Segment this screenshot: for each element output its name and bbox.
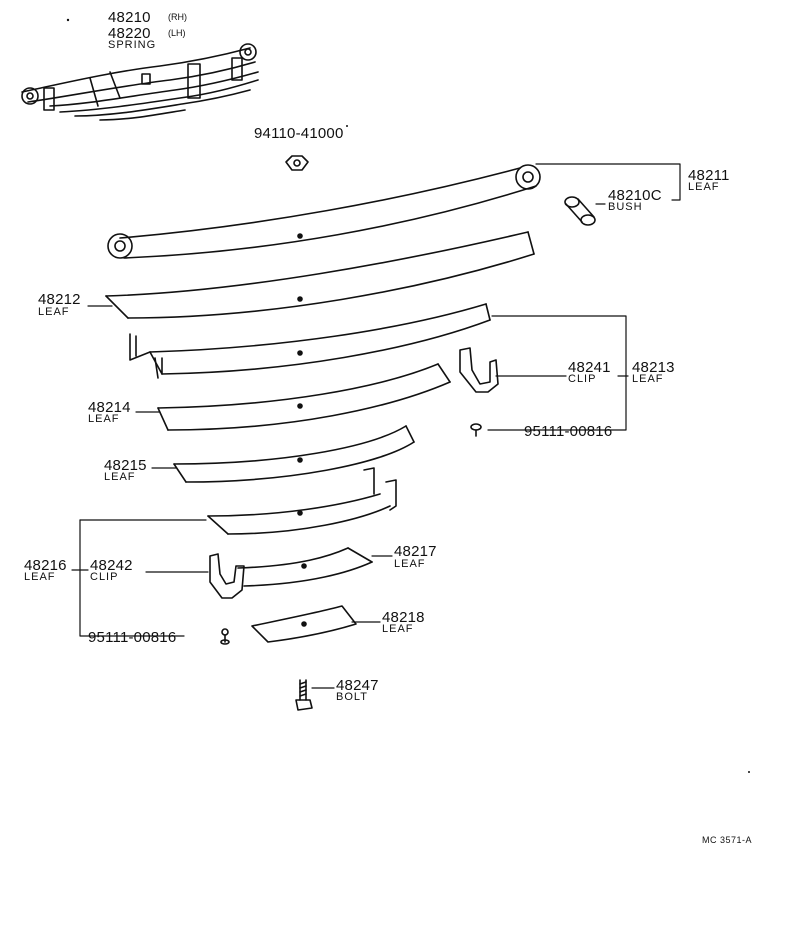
bush-name: BUSH (608, 201, 643, 213)
rivet-2-number: 95111-00816 (88, 629, 177, 646)
spring-rh-side: (RH) (168, 12, 187, 22)
rivet-1-drawing (470, 423, 482, 437)
nut-drawing (285, 155, 309, 171)
bush-drawing (564, 196, 596, 226)
leaf-3-number: 48213 (632, 359, 675, 376)
spring-assembly-drawing (21, 43, 259, 121)
leaf-2-drawing (105, 231, 535, 319)
leaf-3-name: LEAF (632, 373, 664, 385)
leaf-8-number: 48218 (382, 609, 425, 626)
clip-1-name: CLIP (568, 373, 597, 385)
leaf-2-name: LEAF (38, 306, 70, 318)
clip-2-drawing (209, 553, 245, 599)
diagram-code: MC 3571-A (702, 835, 753, 845)
clip-1-drawing (459, 347, 499, 393)
clip-1-number: 48241 (568, 359, 611, 376)
leaf-6-name: LEAF (24, 571, 56, 583)
bolt-number: 48247 (336, 677, 379, 694)
leaf-7-number: 48217 (394, 543, 437, 560)
leaf-8-drawing (251, 605, 357, 643)
leaf-4-drawing (157, 363, 451, 431)
bush-number: 48210C (608, 187, 662, 204)
leaf-main-name: LEAF (688, 181, 720, 193)
nut-number: 94110-41000 (254, 125, 344, 142)
leader-lines (71, 163, 681, 689)
clip-2-number: 48242 (90, 557, 133, 574)
spring-lh-number: 48220 (108, 25, 151, 42)
spring-rh-number: 48210 (108, 9, 151, 26)
leaf-2-number: 48212 (38, 291, 81, 308)
bolt-drawing (295, 679, 313, 711)
rivet-2-drawing (220, 628, 230, 645)
leaf-4-name: LEAF (88, 413, 120, 425)
leaf-7-drawing (237, 547, 373, 587)
bolt-name: BOLT (336, 691, 368, 703)
leaf-6-drawing (207, 467, 397, 535)
leaf-3-drawing (129, 303, 491, 379)
leaf-5-drawing (173, 425, 415, 483)
spring-lh-side: (LH) (168, 28, 186, 38)
leaf-5-name: LEAF (104, 471, 136, 483)
rivet-1-number: 95111-00816 (524, 423, 613, 440)
clip-2-name: CLIP (90, 571, 119, 583)
leaf-main-number: 48211 (688, 167, 730, 184)
leaf-7-name: LEAF (394, 558, 426, 570)
spring-name: SPRING (108, 39, 157, 51)
leaf-5-number: 48215 (104, 457, 147, 474)
main-leaf-drawing (107, 164, 541, 259)
leaf-6-number: 48216 (24, 557, 67, 574)
leaf-8-name: LEAF (382, 623, 414, 635)
leaf-4-number: 48214 (88, 399, 131, 416)
